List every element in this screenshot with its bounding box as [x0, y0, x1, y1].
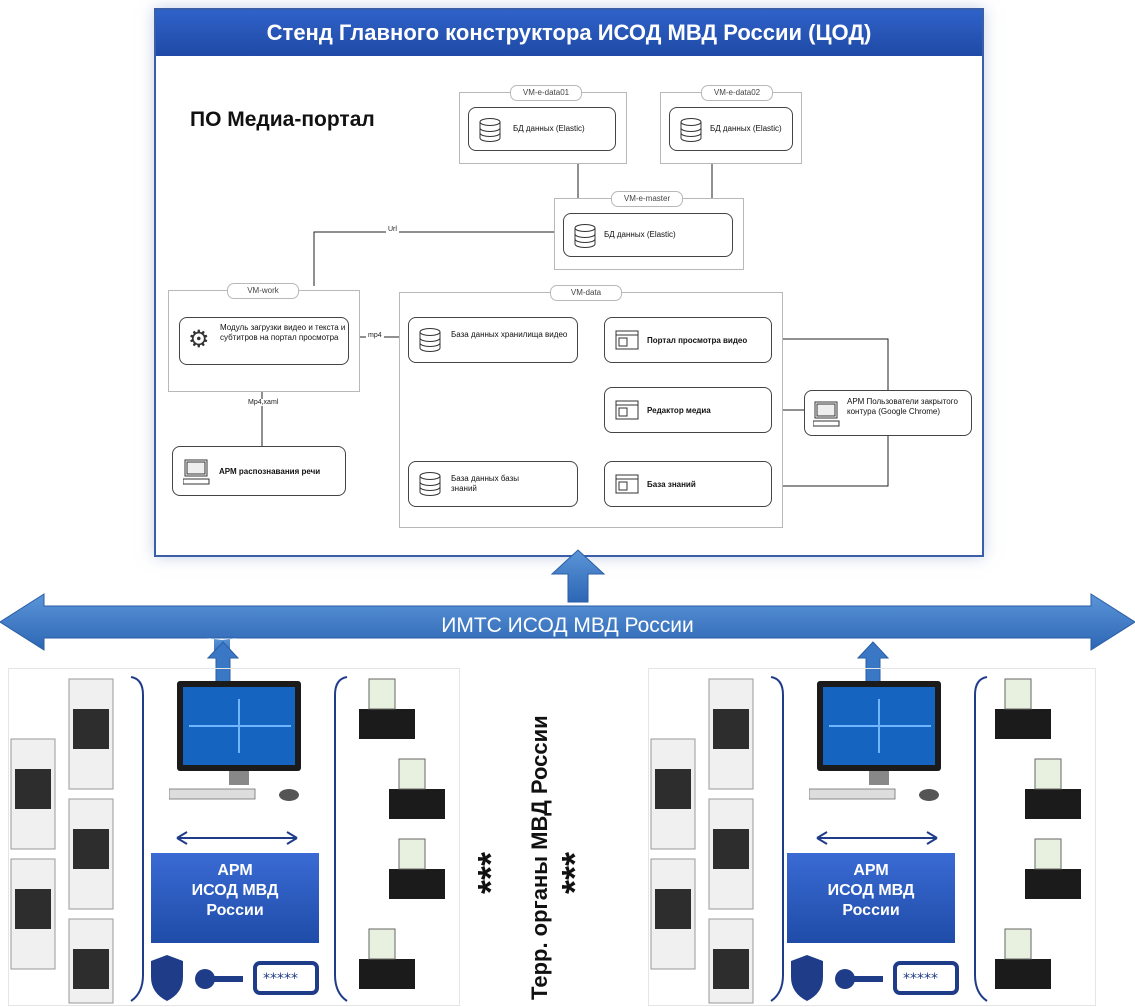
brackets [130, 676, 348, 1002]
edge-label-mp4-xaml: Mp4,xaml [246, 399, 281, 406]
password-icon [253, 961, 319, 995]
portal-node: Портал просмотра видео [604, 317, 772, 363]
vm-data: VM-data База данных хранилища видео Порт… [399, 285, 783, 528]
database-icon [479, 118, 501, 142]
region-right: АРМ ИСОД МВД России ***** [648, 668, 1096, 1006]
node-label: База данных базы знаний [451, 474, 520, 493]
user-arm-node: АРМ Пользователи закрытого контура (Goog… [804, 390, 972, 436]
node-label: Редактор медиа [647, 406, 711, 415]
brackets [770, 676, 988, 1002]
stand-title: Стенд Главного конструктора ИСОД МВД Рос… [156, 10, 982, 56]
vm-tag: VM-work [227, 283, 299, 299]
vm-tag: VM-e-master [611, 191, 683, 207]
stars-left: *** [470, 851, 512, 895]
window-icon [615, 400, 639, 420]
network-arrows [0, 549, 1135, 658]
window-icon [615, 330, 639, 350]
stand-window: Стенд Главного конструктора ИСОД МВД Рос… [154, 8, 984, 557]
node-label: БД данных (Elastic) [513, 124, 585, 133]
database-icon [419, 472, 441, 496]
edge-label-url: Url [386, 226, 399, 233]
elastic-node: БД данных (Elastic) [563, 213, 733, 257]
diagram-area: ПО Медиа-портал [156, 56, 982, 555]
pos-terminals [359, 678, 445, 989]
computer-icon [183, 459, 210, 485]
svg-text:*****: ***** [903, 971, 938, 987]
vm-tag: VM-data [550, 285, 622, 301]
computer-icon [813, 401, 840, 427]
region-left: АРМ ИСОД МВД России ***** [8, 668, 460, 1006]
vm-work: VM-work ⚙ Модуль загрузки видео и текста… [168, 283, 360, 392]
password-icon [893, 961, 959, 995]
pos-terminals [995, 678, 1081, 989]
diagram-subtitle: ПО Медиа-портал [190, 108, 375, 131]
vm-tag: VM-e-data02 [701, 85, 773, 101]
node-label: БД данных (Elastic) [710, 124, 782, 133]
vm-e-data02: VM-e-data02 БД данных (Elastic) [660, 85, 802, 164]
svg-text:*****: ***** [263, 971, 298, 987]
security-icons: ***** [151, 955, 319, 1001]
arm-line-2: ИСОД МВД [827, 882, 915, 899]
shield-icon [151, 955, 183, 1001]
node-label: Портал просмотра видео [647, 336, 748, 345]
node-label: БД данных (Elastic) [604, 230, 676, 239]
stars-right: *** [554, 851, 596, 895]
terr-label: Терр. органы МВД России [527, 715, 552, 1000]
database-icon [574, 224, 596, 248]
arm-line-3: России [206, 902, 264, 919]
shield-icon [791, 955, 823, 1001]
speech-arm-node: АРМ распознавания речи [172, 446, 346, 496]
kb-node: База знаний [604, 461, 772, 507]
double-arrow [816, 831, 938, 845]
node-label: База данных хранилища видео [451, 330, 568, 339]
terminal-cabinets [10, 678, 114, 1004]
gear-icon: ⚙ [188, 326, 210, 353]
key-icon [195, 969, 215, 989]
arm-line-1: АРМ [853, 862, 889, 879]
key-icon [835, 969, 855, 989]
terminal-cabinets [650, 678, 754, 1004]
up-arrow-right [856, 641, 890, 684]
arm-box-right: АРМ ИСОД МВД России [787, 853, 955, 943]
security-icons: ***** [791, 955, 959, 1001]
edge-label-mp4: mp4 [366, 332, 384, 339]
vm-tag: VM-e-data01 [510, 85, 582, 101]
video-db-node: База данных хранилища видео [408, 317, 578, 363]
arm-line-2: ИСОД МВД [191, 882, 279, 899]
arm-line-3: России [842, 902, 900, 919]
arm-box-left: АРМ ИСОД МВД России [151, 853, 319, 943]
monitor-icon [169, 681, 301, 801]
kb-db-node: База данных базы знаний [408, 461, 578, 507]
up-arrow-left [206, 641, 240, 684]
vm-e-master: VM-e-master БД данных (Elastic) [554, 191, 744, 270]
node-label: Модуль загрузки видео и текста и субтитр… [220, 323, 346, 342]
upload-module-node: ⚙ Модуль загрузки видео и текста и субти… [179, 317, 349, 365]
node-label: АРМ распознавания речи [219, 467, 321, 476]
elastic-node: БД данных (Elastic) [669, 107, 793, 151]
elastic-node: БД данных (Elastic) [468, 107, 616, 151]
node-label: База знаний [647, 480, 696, 489]
database-icon [419, 328, 441, 352]
window-icon [615, 474, 639, 494]
database-icon [680, 118, 702, 142]
node-label: АРМ Пользователи закрытого контура (Goog… [847, 397, 958, 416]
editor-node: Редактор медиа [604, 387, 772, 433]
vm-e-data01: VM-e-data01 БД данных (Elastic) [459, 85, 627, 164]
arm-line-1: АРМ [217, 862, 253, 879]
monitor-icon [809, 681, 941, 801]
double-arrow [176, 831, 298, 845]
network-label: ИМТС ИСОД МВД России [441, 614, 694, 637]
